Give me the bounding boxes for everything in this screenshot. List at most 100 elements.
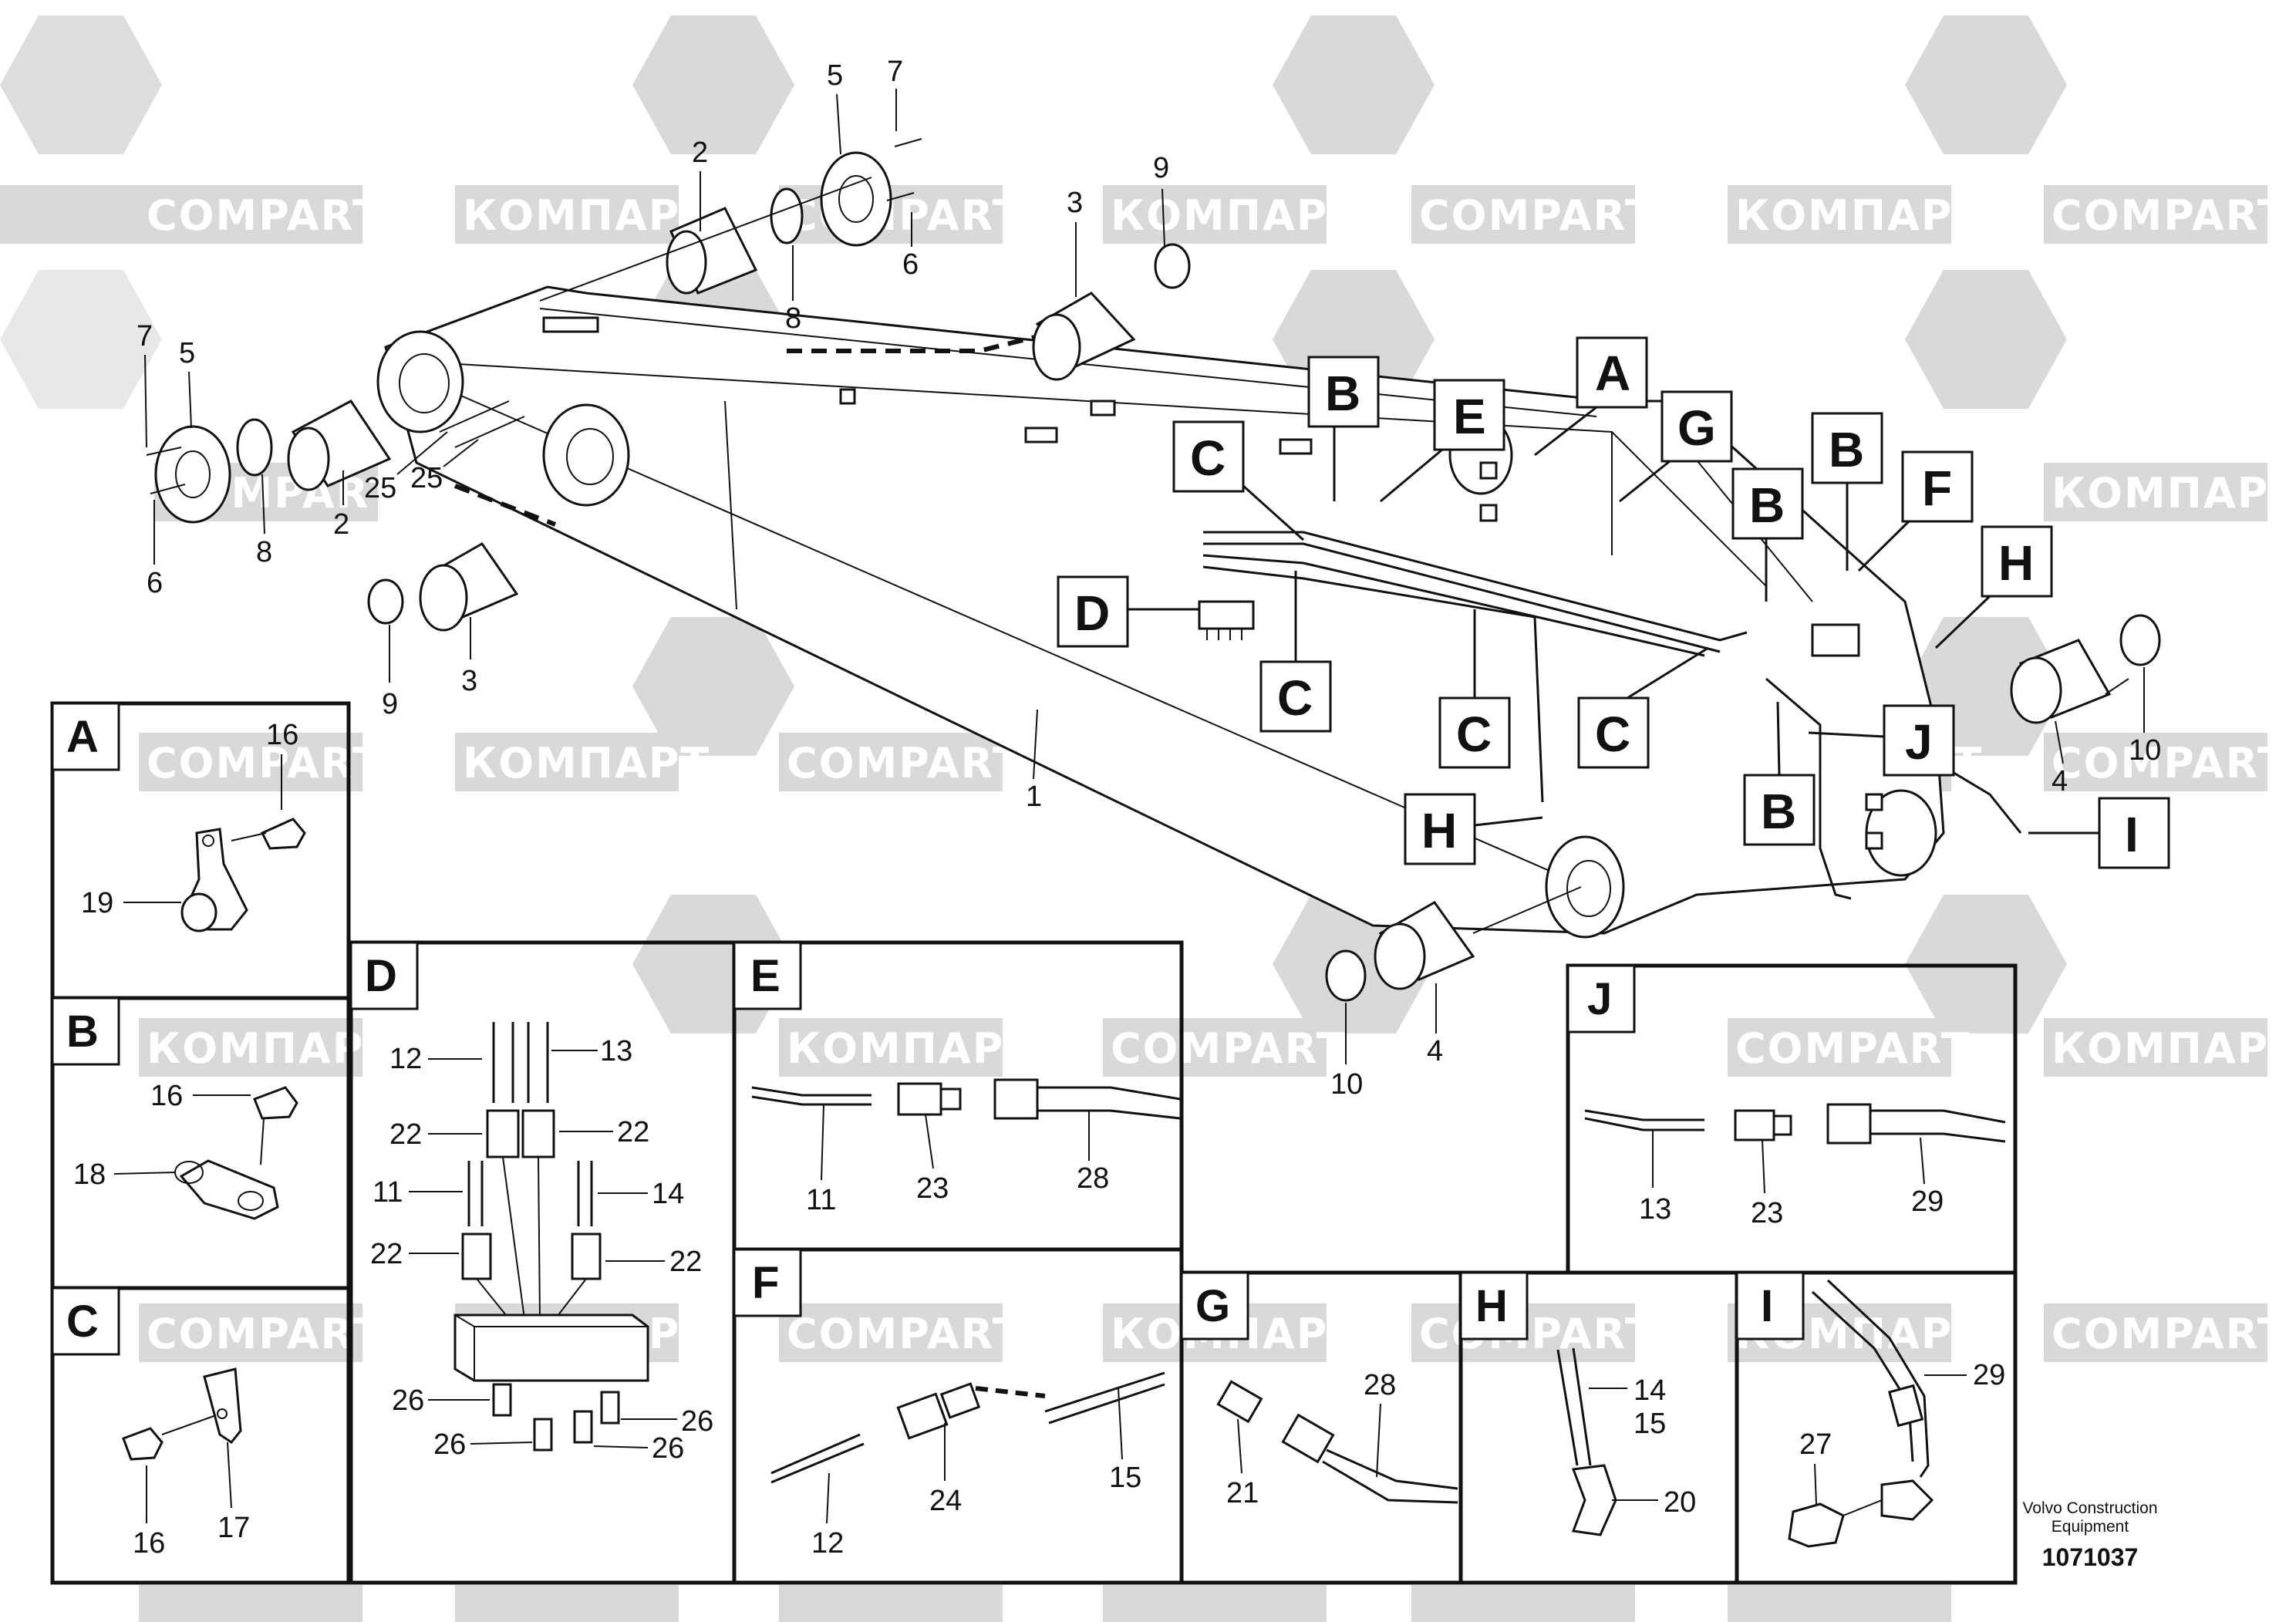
- wm-text: COMPART: [1419, 191, 1655, 240]
- panel-F-tag: F: [733, 1248, 802, 1317]
- panel-H-tag: H: [1459, 1271, 1529, 1340]
- wm-text: COMPART: [787, 1310, 1023, 1358]
- svg-text:B: B: [1829, 422, 1864, 477]
- callout: 10: [1330, 1068, 1363, 1101]
- wm-text: COMPART: [147, 1310, 383, 1358]
- svg-text:I: I: [1761, 1281, 1773, 1331]
- svg-text:A: A: [66, 712, 99, 762]
- boom-pin-bore: [1545, 835, 1625, 939]
- svg-text:16: 16: [150, 1080, 183, 1112]
- ref-box-A: A: [1576, 336, 1648, 409]
- boom-assembly: 2 5 7 6 8 3 9 7 5 6 8 2 25 25: [137, 56, 2170, 1101]
- svg-text:B: B: [1749, 477, 1785, 533]
- svg-text:24: 24: [929, 1485, 962, 1517]
- svg-text:H: H: [1421, 803, 1457, 858]
- panel-B-content: 16 18: [73, 1080, 298, 1220]
- svg-text:C: C: [1595, 706, 1630, 762]
- watermark-band-4: КОМПАРТ КОМПАРТ COMPART COMPART КОМПАРТ: [139, 1018, 2296, 1077]
- panel-A-tag: A: [51, 702, 120, 771]
- svg-text:20: 20: [1664, 1486, 1696, 1519]
- svg-text:J: J: [1905, 714, 1933, 770]
- wm-text: COMPART: [1735, 1024, 1971, 1073]
- panel-G-content: 21 28: [1216, 1369, 1458, 1509]
- svg-text:19: 19: [81, 887, 113, 919]
- wm-text: COMPART: [1419, 1310, 1655, 1358]
- svg-text:C: C: [1456, 706, 1492, 762]
- callout: 3: [1067, 187, 1083, 219]
- svg-text:28: 28: [1364, 1369, 1396, 1401]
- callout: 7: [887, 56, 903, 88]
- wm-text: COMPART: [147, 191, 383, 240]
- svg-text:J: J: [1587, 974, 1612, 1024]
- panel-E-tag: E: [733, 941, 802, 1010]
- svg-text:D: D: [1074, 585, 1110, 641]
- svg-text:C: C: [1277, 670, 1313, 726]
- bushing-4-right: [2010, 639, 2112, 724]
- boom-pin-bore: [376, 330, 464, 433]
- panel-A-content: 16 19: [81, 719, 306, 932]
- callout: 8: [256, 536, 272, 568]
- footer: Volvo Construction Equipment 1071037: [2022, 1499, 2157, 1571]
- callout: 7: [137, 320, 153, 352]
- callout: 5: [179, 337, 195, 369]
- callout: 9: [1153, 152, 1169, 184]
- brand-line2: Equipment: [2052, 1518, 2129, 1536]
- wm-text: COMPART: [1111, 1024, 1347, 1073]
- ref-box-C1: C: [1172, 420, 1245, 493]
- ring-10-right: [2119, 614, 2161, 666]
- ring-10-bottom: [1325, 949, 1367, 1002]
- svg-text:29: 29: [1973, 1359, 2005, 1391]
- panel-C-tag: C: [51, 1286, 120, 1356]
- panel-C-frame: [50, 1286, 351, 1585]
- svg-text:B: B: [1325, 366, 1360, 421]
- svg-text:G: G: [1677, 400, 1716, 456]
- bushing-3-top: [1032, 292, 1136, 381]
- wm-text: КОМПАРТ: [2052, 1024, 2296, 1073]
- ref-box-E: E: [1433, 379, 1505, 451]
- ref-box-C4: C: [1577, 696, 1650, 769]
- callout: 2: [692, 137, 708, 169]
- svg-text:27: 27: [1799, 1428, 1832, 1461]
- panel-D-content: 12 13 22 22 11 14 22 22 26 26 26 26: [370, 1022, 713, 1465]
- panel-J-content: 13 23 29: [1584, 1103, 2006, 1229]
- svg-text:B: B: [66, 1007, 99, 1057]
- ref-box-F: F: [1901, 450, 1974, 523]
- panel-D-tag: D: [349, 941, 419, 1010]
- callout: 6: [902, 248, 919, 281]
- wm-text: COMPART: [2052, 191, 2288, 240]
- ref-box-D: D: [1057, 575, 1129, 648]
- panel-J-tag: J: [1566, 964, 1636, 1034]
- panel-C-content: 16 17: [122, 1367, 250, 1560]
- ref-box-B: B: [1307, 356, 1380, 428]
- callout: 25: [364, 472, 396, 504]
- svg-text:D: D: [365, 951, 397, 1001]
- svg-text:14: 14: [1633, 1374, 1666, 1407]
- svg-text:22: 22: [669, 1246, 702, 1278]
- callout: 8: [785, 302, 801, 335]
- panel-I-content: 27 29: [1788, 1279, 2005, 1548]
- panel-G-tag: G: [1180, 1271, 1249, 1340]
- watermark-band-1: COMPART КОМПАРТ COMPART КОМПАРТ COMPART …: [0, 185, 2288, 244]
- svg-text:22: 22: [370, 1238, 403, 1270]
- svg-text:E: E: [1453, 389, 1486, 444]
- watermark-band-6: [139, 1585, 1951, 1622]
- watermark-layer: COMPART КОМПАРТ COMPART КОМПАРТ COMPART …: [0, 15, 2296, 1622]
- ref-box-I: I: [2098, 797, 2170, 869]
- ref-box-J: J: [1883, 704, 1955, 777]
- svg-text:E: E: [750, 951, 781, 1001]
- svg-text:A: A: [1595, 346, 1630, 401]
- svg-text:26: 26: [392, 1384, 424, 1417]
- callout: 4: [1427, 1035, 1443, 1067]
- svg-text:F: F: [752, 1258, 779, 1308]
- svg-text:13: 13: [1639, 1193, 1671, 1226]
- svg-text:17: 17: [217, 1512, 250, 1544]
- svg-text:12: 12: [389, 1043, 422, 1075]
- ref-box-B2: B: [1811, 412, 1883, 484]
- svg-text:28: 28: [1077, 1162, 1109, 1195]
- wm-text: COMPART: [147, 739, 383, 787]
- svg-text:15: 15: [1109, 1462, 1141, 1494]
- svg-text:21: 21: [1226, 1477, 1259, 1509]
- panel-tags: A B C D E F G H I J: [51, 702, 1805, 1356]
- svg-text:26: 26: [681, 1405, 713, 1438]
- svg-text:I: I: [2125, 807, 2139, 862]
